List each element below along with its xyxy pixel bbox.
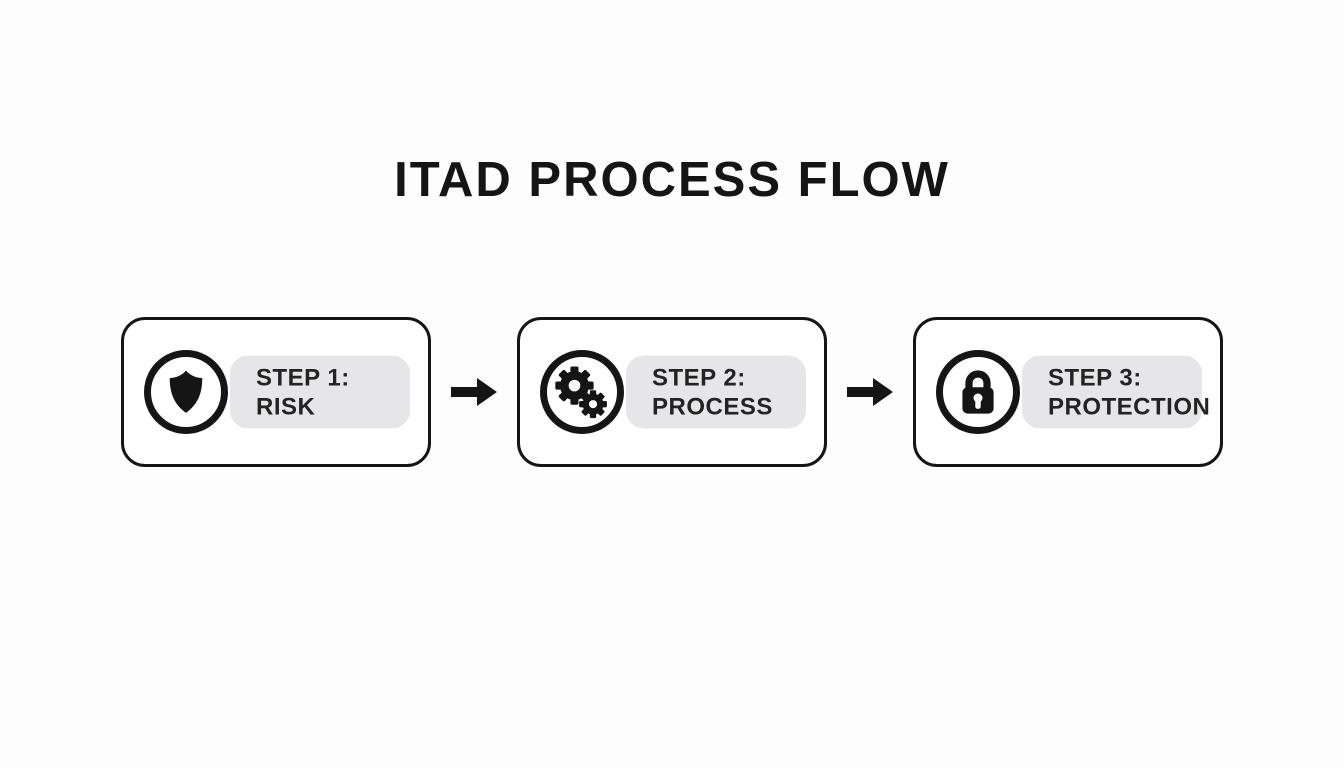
step-2-label-pill: STEP 2: PROCESS xyxy=(626,355,806,429)
page-title: ITAD PROCESS FLOW xyxy=(394,153,950,207)
step-label-line2: PROCESS xyxy=(652,393,773,420)
step-label-line1: STEP 1: xyxy=(256,364,350,391)
arrow-right-icon xyxy=(847,378,893,406)
step-box-3: STEP 3: PROTECTION xyxy=(913,317,1223,467)
step-3-label-pill: STEP 3: PROTECTION xyxy=(1022,355,1211,429)
step-box-2: STEP 2: PROCESS xyxy=(517,317,827,467)
step-3-icon-circle xyxy=(936,350,1020,434)
step-label-line1: STEP 2: xyxy=(652,364,746,391)
step-box-1: STEP 1: RISK xyxy=(121,317,431,467)
flow-connector-2 xyxy=(827,372,913,412)
process-flow-row: STEP 1: RISK xyxy=(0,317,1344,467)
lock-icon xyxy=(962,370,994,414)
step-label-line1: STEP 3: xyxy=(1048,364,1142,391)
step-1-icon-circle xyxy=(144,350,228,434)
step-label-line2: PROTECTION xyxy=(1048,393,1211,420)
flow-connector-1 xyxy=(431,372,517,412)
step-1-label-pill: STEP 1: RISK xyxy=(230,355,410,429)
arrow-right-icon xyxy=(451,378,497,406)
shield-icon xyxy=(169,370,203,413)
step-2-icon-circle xyxy=(540,350,624,434)
step-label-line2: RISK xyxy=(256,393,316,420)
gears-icon xyxy=(555,366,607,419)
